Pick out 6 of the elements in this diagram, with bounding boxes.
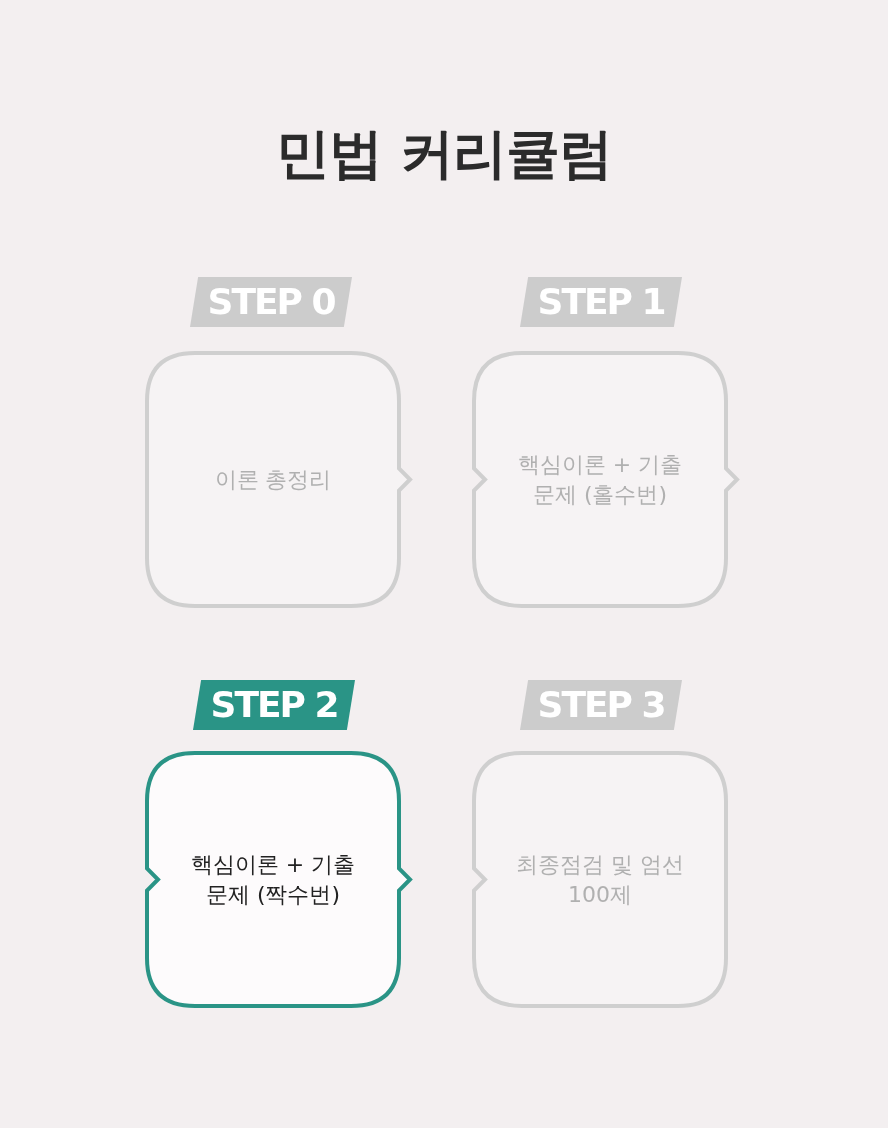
- step-description: 핵심이론 + 기출문제 (짝수번): [189, 850, 357, 909]
- step-tag: STEP 2: [193, 680, 355, 730]
- step-description: 최종점검 및 엄선 100제: [515, 850, 685, 909]
- title: 민법 커리큘럼: [275, 121, 613, 187]
- step-description: 이론 총정리: [213, 465, 333, 494]
- step-description: 핵심이론 + 기출문제 (홀수번): [516, 450, 684, 509]
